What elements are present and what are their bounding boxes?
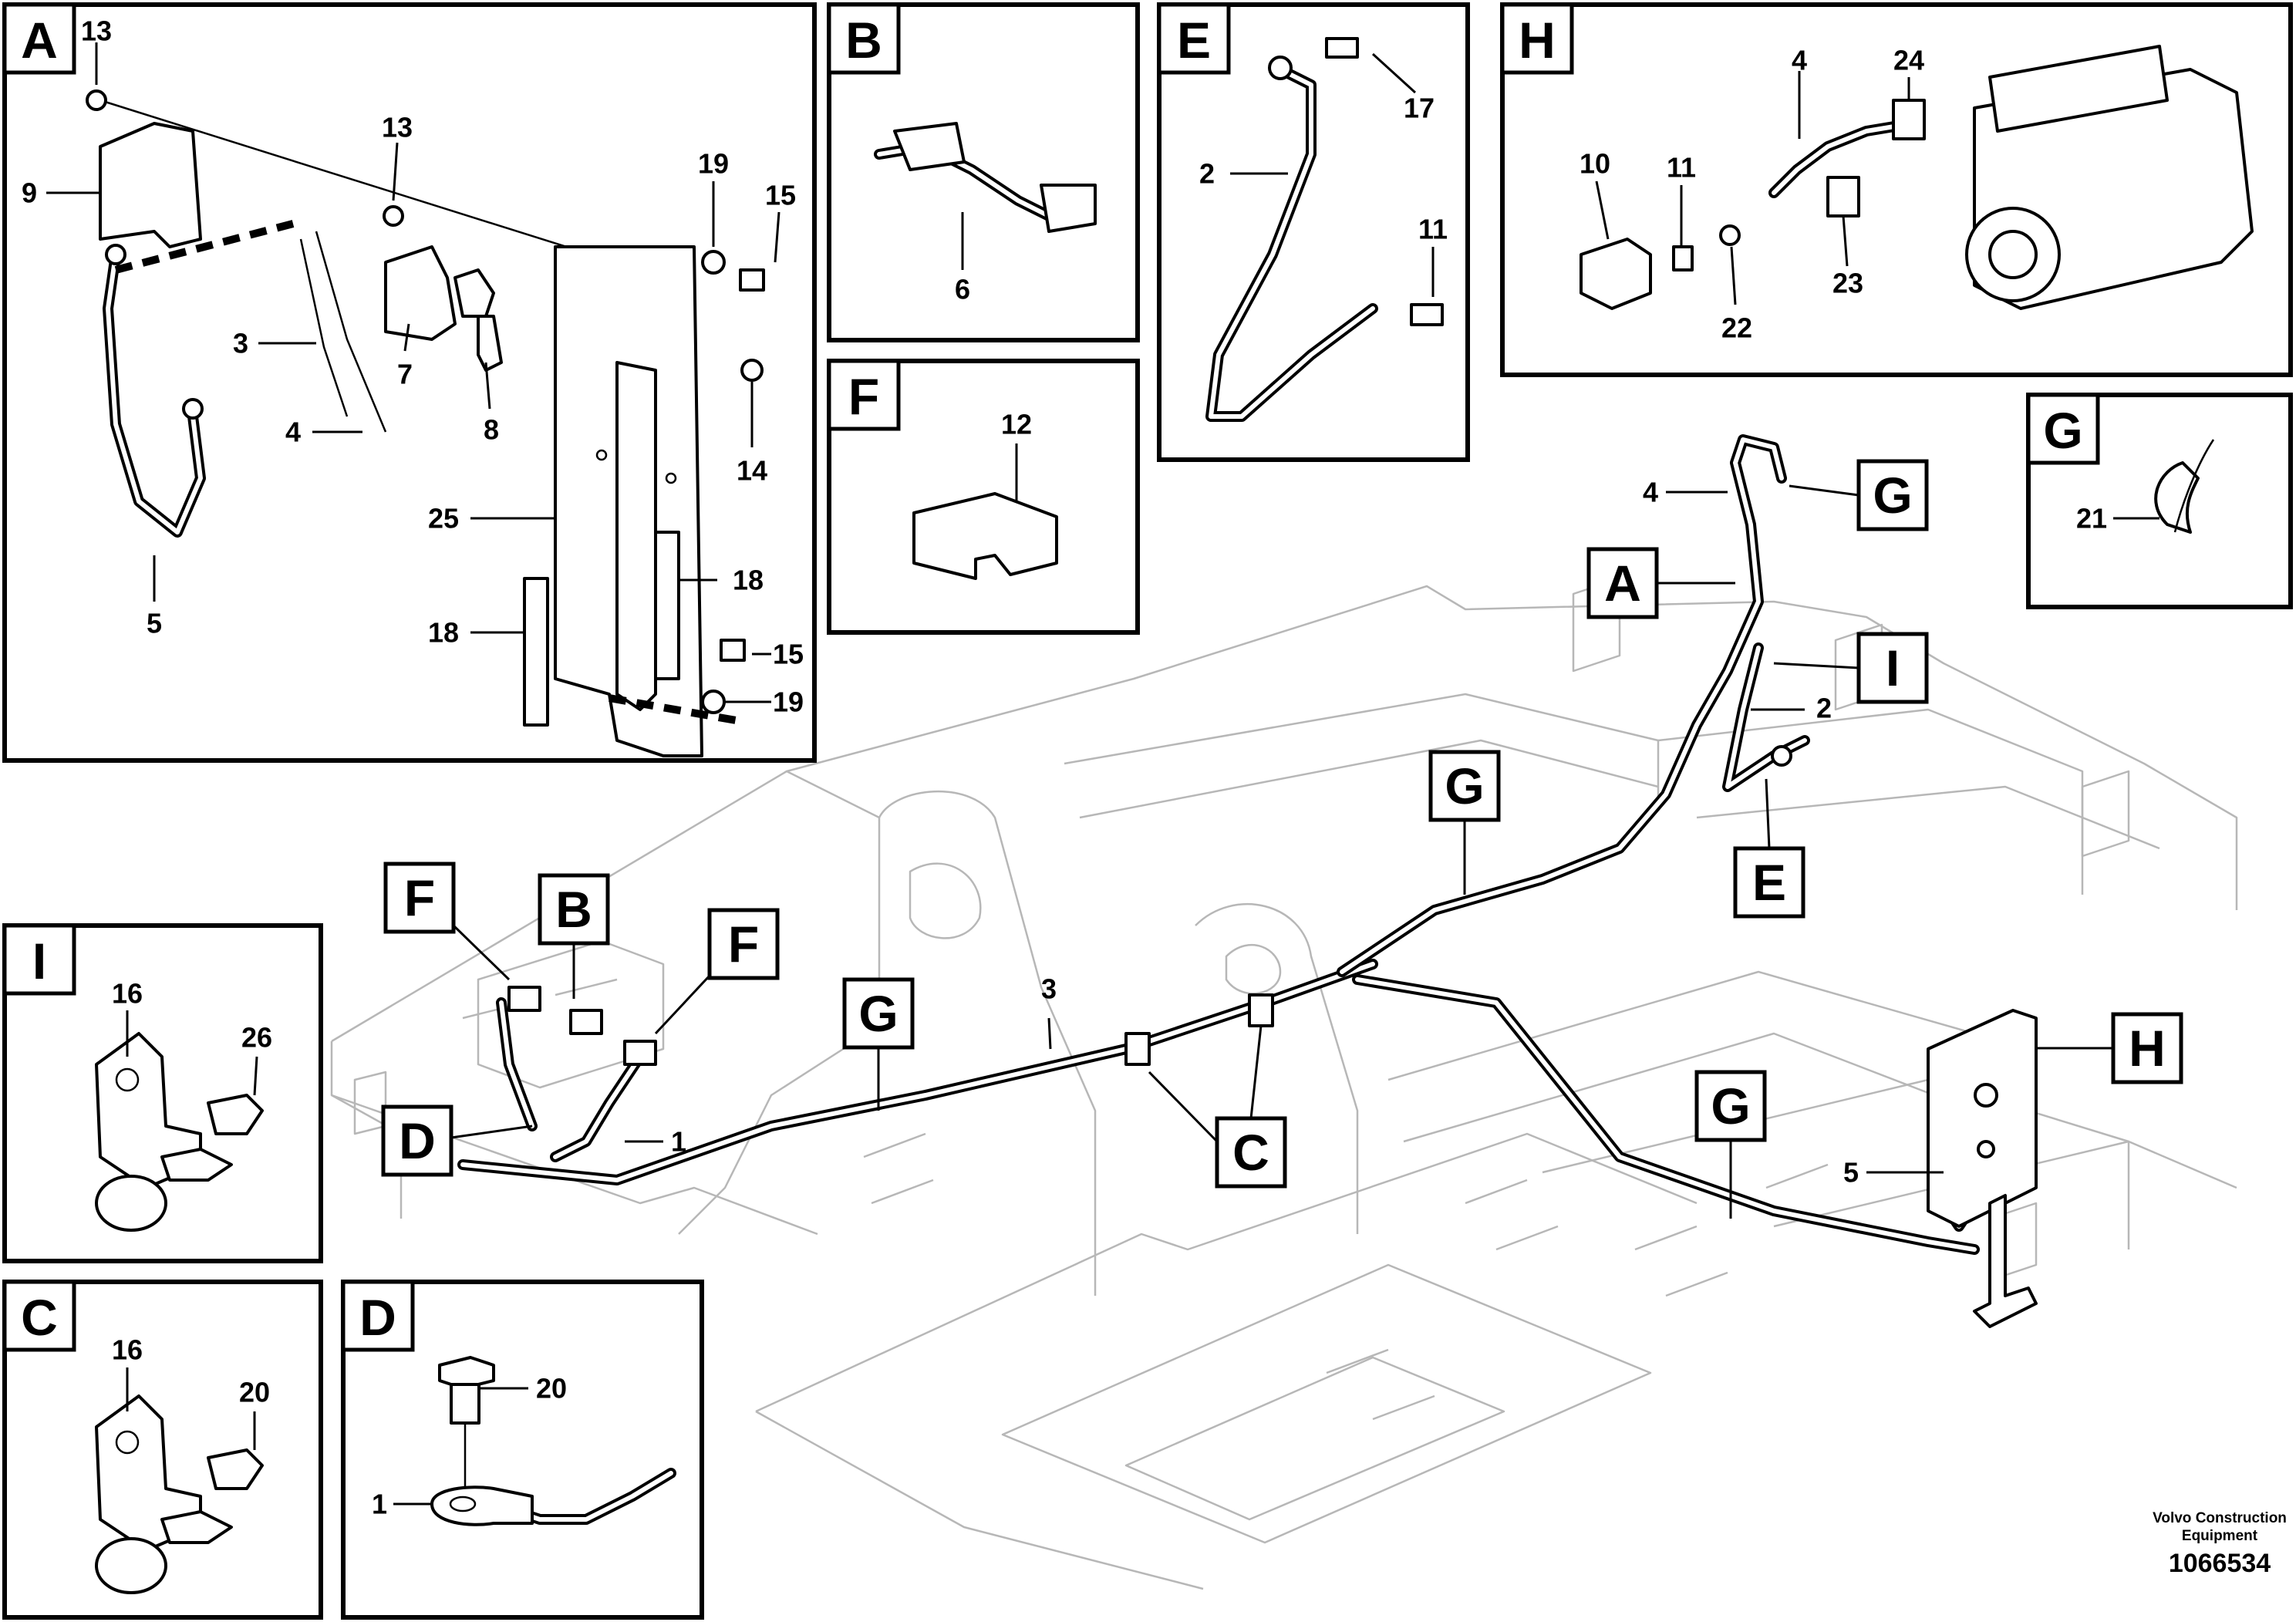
callout-tag-g: G xyxy=(858,985,898,1042)
footer: Volvo Construction Equipment 1066534 xyxy=(2153,1510,2287,1578)
main-disconnect-switch xyxy=(1927,1009,2038,1328)
callout-20: 20 xyxy=(239,1377,270,1408)
panel-a: A 13 9 13 19 15 3 xyxy=(2,2,817,763)
panel-i: I 16 26 xyxy=(2,923,323,1263)
callout-15: 15 xyxy=(773,639,804,670)
panel-b: B 6 xyxy=(827,2,1140,342)
callout-5: 5 xyxy=(147,608,162,639)
item-2: 2 xyxy=(1816,693,1832,724)
callout-9: 9 xyxy=(22,177,37,209)
callout-tag-g: G xyxy=(1445,757,1484,814)
panel-d: D 20 1 xyxy=(341,1280,704,1620)
callout-7: 7 xyxy=(397,359,413,390)
callout-10: 10 xyxy=(1580,148,1610,180)
callout-19: 19 xyxy=(773,686,804,718)
callout-tag-f: F xyxy=(728,916,759,973)
callout-18: 18 xyxy=(428,617,459,649)
diagram-id: 1066534 xyxy=(2169,1549,2271,1578)
callout-8: 8 xyxy=(484,414,499,446)
callout-tag-b: B xyxy=(555,881,592,938)
panel-f-tag: F xyxy=(848,368,879,425)
callout-22: 22 xyxy=(1721,312,1752,344)
callout-11: 11 xyxy=(1667,152,1696,184)
callout-tag-c: C xyxy=(1232,1124,1269,1181)
callout-23: 23 xyxy=(1832,268,1863,299)
panel-f: F 12 xyxy=(827,359,1140,635)
panel-d-tag: D xyxy=(359,1289,396,1346)
main-view-callouts: F B F D G C G G E I G H A xyxy=(381,459,2183,1219)
callout-tag-e: E xyxy=(1752,854,1786,911)
panel-g-tag: G xyxy=(2043,402,2082,459)
callout-tag-d: D xyxy=(399,1112,436,1169)
callout-3: 3 xyxy=(233,328,248,359)
callout-14: 14 xyxy=(737,455,767,487)
callout-2: 2 xyxy=(1199,158,1215,190)
callout-11: 11 xyxy=(1418,214,1448,245)
callout-25: 25 xyxy=(428,503,459,534)
callout-tag-i: I xyxy=(1886,639,1900,696)
item-1: 1 xyxy=(671,1126,686,1158)
callout-17: 17 xyxy=(1404,93,1435,124)
callout-4: 4 xyxy=(285,416,301,448)
callout-12: 12 xyxy=(1001,409,1032,440)
panel-e: E 17 2 11 xyxy=(1157,2,1470,462)
panel-g: G 21 xyxy=(2026,393,2293,609)
callout-tag-f: F xyxy=(404,869,435,926)
callout-tag-g: G xyxy=(1711,1077,1750,1135)
panel-c-tag: C xyxy=(21,1289,58,1346)
callout-19: 19 xyxy=(698,148,729,180)
panel-e-tag: E xyxy=(1177,12,1211,69)
callout-16: 16 xyxy=(112,1334,143,1366)
callout-6: 6 xyxy=(955,274,970,305)
callout-26: 26 xyxy=(241,1022,272,1054)
panel-h-tag: H xyxy=(1519,12,1556,69)
callout-16: 16 xyxy=(112,978,143,1010)
item-3: 3 xyxy=(1041,973,1057,1005)
item-5: 5 xyxy=(1843,1157,1859,1189)
callout-tag-a: H xyxy=(2129,1020,2166,1077)
footer-line1: Volvo Construction xyxy=(2153,1510,2287,1526)
callout-tag-g: A xyxy=(1604,555,1641,612)
item-4: 4 xyxy=(1643,477,1658,508)
callout-1: 1 xyxy=(372,1489,387,1520)
callout-tag-h: G xyxy=(1873,467,1912,524)
callout-13: 13 xyxy=(81,15,112,47)
callout-18: 18 xyxy=(733,565,764,596)
callout-21: 21 xyxy=(2076,503,2107,534)
panel-i-tag: I xyxy=(32,932,46,990)
panel-c: C 16 20 xyxy=(2,1280,323,1620)
panel-h: H 4 24 10 11 22 23 xyxy=(1500,2,2293,377)
callout-20: 20 xyxy=(536,1373,567,1404)
callout-4: 4 xyxy=(1792,45,1807,76)
machine-frame xyxy=(330,577,2238,1590)
callout-15: 15 xyxy=(765,180,796,211)
footer-line2: Equipment xyxy=(2182,1528,2258,1544)
panel-b-tag: B xyxy=(845,12,882,69)
callout-24: 24 xyxy=(1893,45,1924,76)
panel-a-tag: A xyxy=(21,12,58,69)
callout-13: 13 xyxy=(382,112,413,143)
